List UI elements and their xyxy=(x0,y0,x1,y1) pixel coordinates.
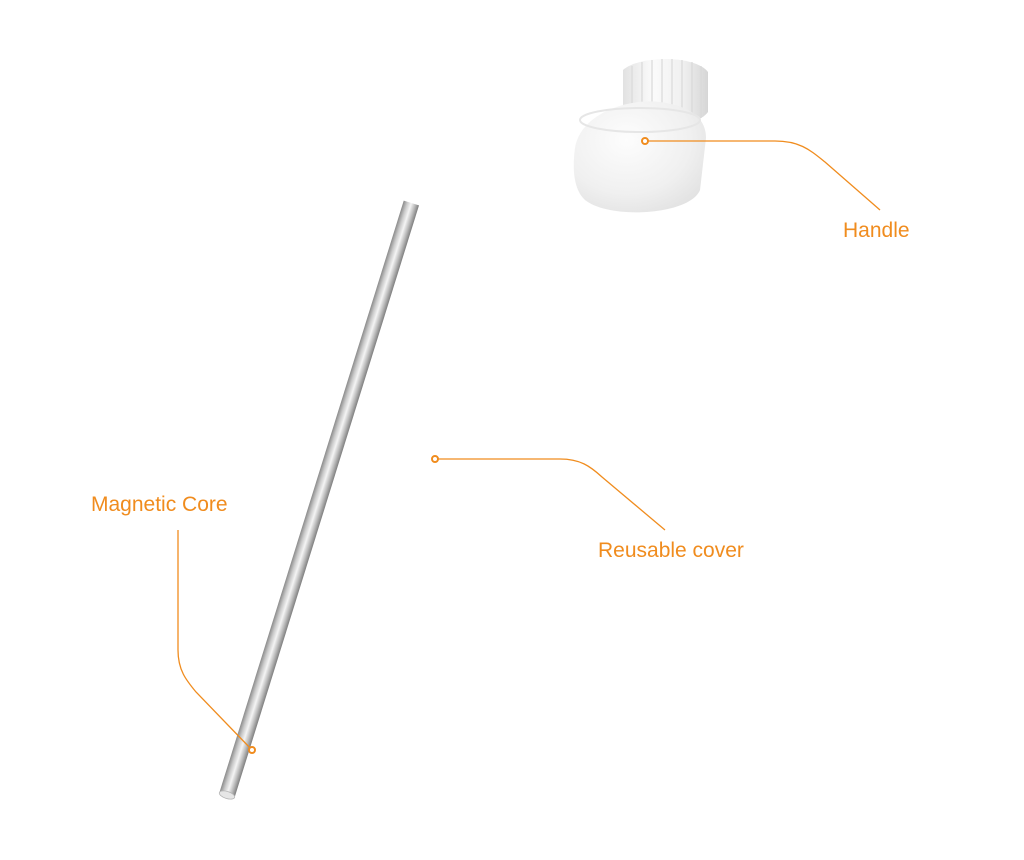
dot-core xyxy=(248,746,256,754)
callout-dots xyxy=(248,137,649,754)
label-handle: Handle xyxy=(843,219,910,242)
handle xyxy=(573,58,708,213)
rod-tip xyxy=(218,790,236,800)
handle-body xyxy=(573,101,706,213)
dot-cover xyxy=(431,455,439,463)
handle-ring xyxy=(579,107,701,133)
label-reusable-cover: Reusable cover xyxy=(598,539,744,562)
leader-handle xyxy=(645,140,881,211)
leader-cover xyxy=(435,458,666,531)
dot-handle xyxy=(641,137,649,145)
label-magnetic-core: Magnetic Core xyxy=(91,493,228,516)
rod xyxy=(218,200,420,800)
leader-core xyxy=(177,530,253,751)
callout-lines xyxy=(177,140,881,751)
rod-shaft xyxy=(219,200,420,798)
